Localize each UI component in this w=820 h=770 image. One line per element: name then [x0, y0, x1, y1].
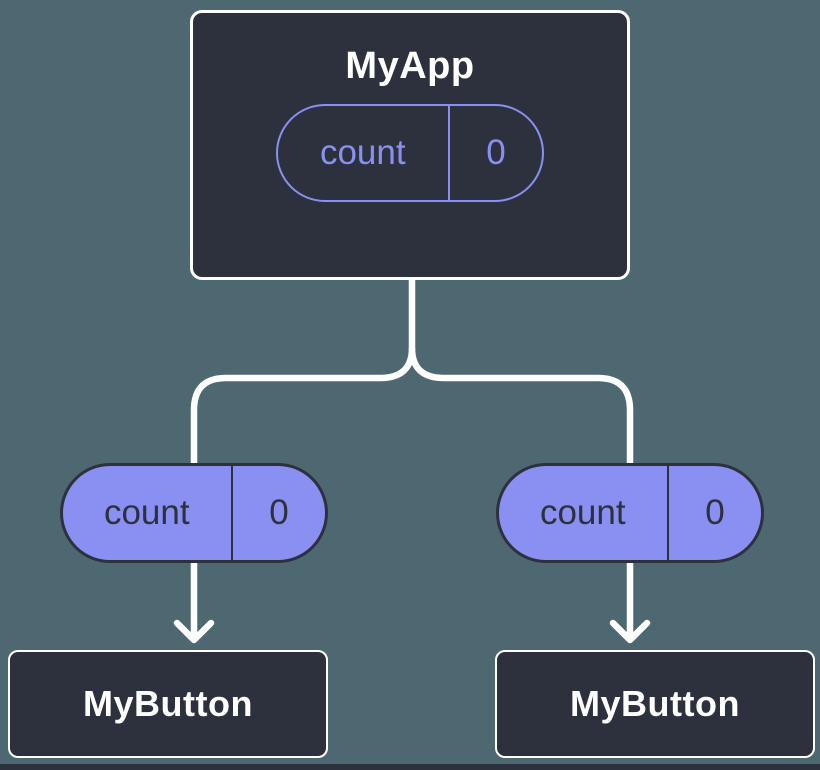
prop-name-label: count	[103, 493, 190, 532]
arrowhead-right-icon	[609, 619, 651, 644]
prop-value-label: 0	[269, 493, 289, 532]
arrowhead-left-icon	[173, 619, 215, 644]
connector-branch-right	[408, 347, 634, 636]
component-title: MyApp	[345, 45, 475, 87]
pill-divider	[447, 106, 450, 200]
bottom-edge-strip	[0, 764, 820, 770]
component-title: MyButton	[570, 683, 740, 724]
prop-pill-right: count 0	[496, 463, 764, 563]
component-node-mybutton-right: MyButton	[495, 650, 815, 758]
prop-name-label: count	[319, 133, 406, 172]
connector-branch-left	[190, 347, 416, 636]
prop-pill-left: count 0	[60, 463, 328, 563]
pill-divider	[666, 466, 669, 560]
prop-value-label: 0	[486, 133, 506, 172]
component-node-mybutton-left: MyButton	[8, 650, 328, 758]
pill-divider	[230, 466, 233, 560]
prop-pill-root: count 0	[276, 104, 544, 202]
prop-name-label: count	[539, 493, 626, 532]
component-title: MyButton	[83, 683, 253, 724]
component-node-myapp: MyApp count 0	[190, 10, 630, 280]
prop-value-label: 0	[705, 493, 725, 532]
